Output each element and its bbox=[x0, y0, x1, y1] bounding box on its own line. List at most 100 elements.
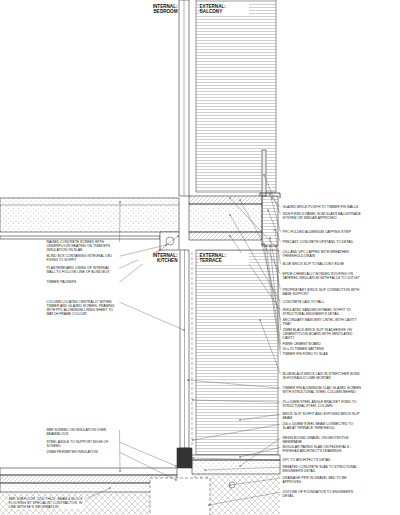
leader-dot bbox=[177, 235, 178, 236]
steel-column bbox=[192, 252, 193, 446]
leader-dot bbox=[271, 197, 272, 198]
leader-line bbox=[120, 302, 185, 330]
callout-label: RAISED CONCRETE SCREED WITH UNDERFLOOR H… bbox=[46, 240, 118, 252]
callout-label: 25MM BLACK BRICK SLIP IN ADHESIVE ON CEM… bbox=[282, 328, 362, 340]
balcony-insulation bbox=[189, 196, 262, 204]
leader-dot bbox=[175, 465, 176, 466]
leader-dot bbox=[269, 237, 270, 238]
callout-label: BLUE BRICK SLIP TO BALCONY EDGE bbox=[282, 262, 362, 266]
callout-label: BLIND BOX CONTAINING INTEGRAL LED FIXING… bbox=[46, 254, 118, 262]
callout-label: COLUMN LOCATED CENTRALLY WITHIN TIMBER A… bbox=[46, 300, 118, 316]
callout-label: REBATED CONCRETE SLAB TO STRUCTURAL ENGI… bbox=[282, 465, 362, 473]
leader-line bbox=[240, 414, 281, 420]
leader-dot bbox=[229, 235, 230, 236]
callout-label: PROPRIETARY BRICK SLIP CONNECTION WITH B… bbox=[282, 288, 362, 296]
leader-line bbox=[264, 175, 281, 214]
balcony-slab bbox=[189, 204, 262, 232]
leader-dot bbox=[239, 199, 240, 200]
callout-label: FIBRE CEMENT BOARD bbox=[282, 342, 362, 346]
leader-dot bbox=[175, 479, 176, 480]
leader-dot bbox=[208, 504, 209, 505]
leader-dot bbox=[204, 469, 205, 470]
leader-dot bbox=[119, 470, 120, 471]
callout-label: TIMBER FIN ALUMINIUM CLAD GLAZED SCREEN … bbox=[282, 386, 362, 394]
screed bbox=[0, 468, 177, 475]
threshold-sill bbox=[177, 448, 192, 468]
gravel-bed bbox=[192, 460, 280, 474]
ground bbox=[0, 474, 280, 515]
glazed-screen bbox=[180, 250, 189, 448]
leader-dot bbox=[263, 243, 264, 244]
leader-dot bbox=[239, 419, 240, 420]
callout-label: RESIN BOUND GRAVEL ON GEOTEXTILE MEMBRAN… bbox=[282, 436, 362, 444]
plasterboard-ceiling bbox=[0, 236, 160, 239]
leader-line bbox=[264, 244, 281, 354]
leader-line bbox=[86, 488, 111, 499]
blind-roller bbox=[166, 237, 174, 245]
callout-label: SECONDARY MASONRY LINTEL WITH CAVITY TRA… bbox=[282, 318, 362, 326]
leader-line bbox=[120, 442, 177, 466]
callout-label: PPC FOLDED ALUMINIUM CAPPING STRIP bbox=[282, 230, 362, 234]
callout-label: 50 x 25 TIMBER BATTENS bbox=[282, 347, 362, 351]
callout-label: 200 x 100MM STEEL BEAM CONNECTED TO SLAB… bbox=[282, 422, 362, 430]
leader-dot bbox=[239, 465, 240, 466]
leader-line bbox=[270, 194, 281, 232]
leader-line bbox=[209, 492, 281, 505]
callout-label: SBR SUBFLOOR, 1200 THICK, BEAM & BLOCK F… bbox=[8, 497, 84, 509]
glass-balustrade bbox=[262, 150, 266, 196]
foundation-outline bbox=[150, 478, 210, 515]
leader-line bbox=[266, 246, 281, 349]
zone-heading: INTERNAL: BEDROOM bbox=[138, 4, 178, 15]
leader-dot bbox=[159, 249, 160, 250]
callout-label: SBR SCREED ON INSULATION OVER BEAM/BLOCK bbox=[46, 428, 118, 436]
paving-slab bbox=[192, 455, 280, 460]
leader-dot bbox=[261, 243, 262, 244]
leader-dot bbox=[269, 193, 270, 194]
callout-label: TIMBER FIN FIXED TO SLAB bbox=[282, 352, 362, 356]
zone-heading: EXTERNAL: TERRACE bbox=[199, 253, 249, 264]
leader-line bbox=[120, 236, 179, 282]
callout-label: DRAINAGE PIPE IN GRAVEL BED TO BE APPROV… bbox=[282, 476, 362, 484]
leader-dot bbox=[239, 456, 240, 457]
leader-line bbox=[262, 244, 281, 320]
leader-line bbox=[188, 380, 281, 388]
leader-dot bbox=[187, 379, 188, 380]
leader-line bbox=[240, 438, 281, 466]
brick-plinth bbox=[262, 196, 278, 246]
leader-line bbox=[275, 230, 281, 264]
callout-label: SIDE FIXED 6-PANEL SLIM GLASS BALUSTRADE… bbox=[282, 212, 362, 220]
glass-pane bbox=[184, 0, 185, 196]
leader-line bbox=[260, 320, 281, 374]
leader-line bbox=[193, 424, 281, 440]
callout-label: OUTLINE OF FOUNDATION TO ENGINEER'S DETA… bbox=[282, 490, 362, 498]
drain-pipe bbox=[229, 482, 235, 488]
concrete-slab bbox=[0, 198, 179, 232]
leader-line bbox=[240, 447, 281, 457]
insulated-soffit bbox=[189, 232, 262, 240]
leader-dot bbox=[267, 209, 268, 210]
leader-line bbox=[270, 238, 281, 290]
leader-dot bbox=[263, 174, 264, 175]
leader-dot bbox=[259, 319, 260, 320]
leader-dot bbox=[274, 229, 275, 230]
callout-label: BLUE/BLACK BRICK LAID IN STRETCHER BOND … bbox=[282, 372, 362, 380]
leader-dot bbox=[183, 329, 184, 330]
callout-label: EPDM CHEMICALLY BONDED ROOFING ON TAPERE… bbox=[282, 272, 362, 280]
zone-heading: INTERNAL: KITCHEN bbox=[138, 253, 178, 264]
leader-dot bbox=[109, 487, 110, 488]
callout-label: INSULATED SANDWICH PANEL SOFFIT TO STRUC… bbox=[282, 308, 362, 316]
glazed-screen bbox=[179, 0, 189, 196]
capping-strip bbox=[260, 193, 280, 198]
leader-line bbox=[230, 198, 281, 252]
leader-line bbox=[276, 246, 281, 330]
leader-dot bbox=[192, 399, 193, 400]
leader-dot bbox=[119, 201, 120, 202]
callout-label: 25 x 50MM STEEL ANGLE BRACKET FIXED TO S… bbox=[282, 400, 362, 408]
leader-dot bbox=[192, 457, 193, 458]
blind-box bbox=[160, 232, 179, 250]
callout-label: CILL AND DPC LAPPED WITH BREATHER THRESH… bbox=[282, 250, 362, 258]
leader-line bbox=[119, 202, 121, 242]
leader-dot bbox=[265, 245, 266, 246]
callout-label: TIMBER PACKERS bbox=[46, 280, 118, 284]
